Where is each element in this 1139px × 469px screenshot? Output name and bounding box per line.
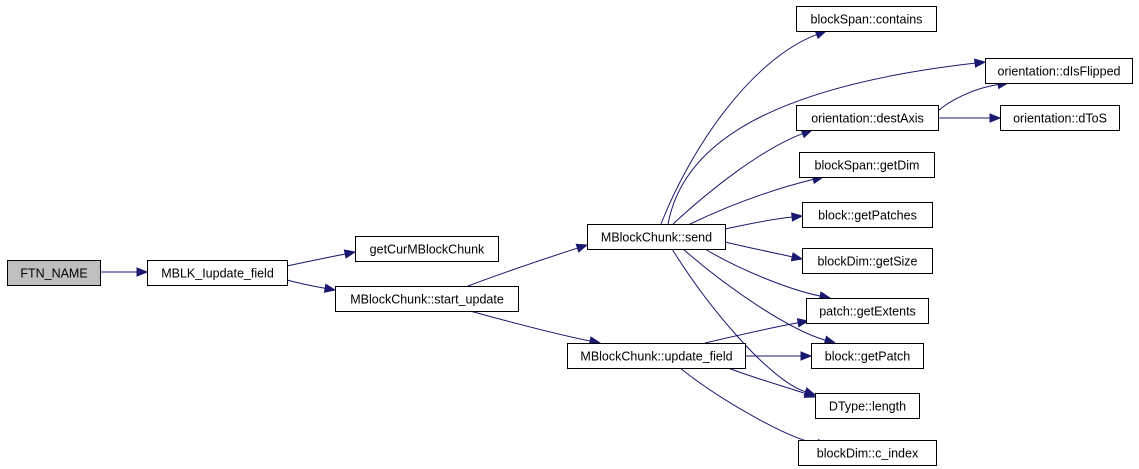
node-label: block::getPatch <box>825 350 911 364</box>
node-getpatch[interactable]: block::getPatch <box>811 343 924 369</box>
edge-mblk_iupdate_field-to-start_update <box>286 279 337 293</box>
edge-line <box>286 253 346 267</box>
node-getdim[interactable]: blockSpan::getDim <box>799 152 935 178</box>
edge-send-to-getsize <box>724 241 804 262</box>
edge-arrowhead <box>136 267 149 277</box>
nodes-layer: FTN_NAME MBLK_Iupdate_field getCurMBlockCh… <box>7 6 1133 466</box>
node-box <box>815 393 920 419</box>
edge-line <box>469 310 591 342</box>
edge-line <box>286 279 326 289</box>
edge-destaxis-to-dlsflipped <box>937 79 1010 112</box>
edges-layer <box>100 30 1010 449</box>
edge-line <box>689 178 814 225</box>
edge-line <box>704 248 821 297</box>
edge-arrowhead <box>790 252 804 262</box>
node-box <box>985 58 1133 84</box>
node-contains[interactable]: blockSpan::contains <box>796 6 937 32</box>
node-label: MBlockChunk::update_field <box>580 350 732 364</box>
edge-line <box>727 367 806 395</box>
node-label: patch::getExtents <box>819 305 916 319</box>
node-box <box>1000 105 1120 131</box>
node-box <box>806 298 929 324</box>
node-label: orientation::dIsFlipped <box>998 65 1121 79</box>
node-box <box>811 343 924 369</box>
node-box <box>798 440 937 466</box>
edge-start_update-to-send <box>467 243 589 287</box>
edge-mblk_iupdate_field-to-getcurmblockchunk <box>286 249 357 267</box>
node-label: FTN_NAME <box>20 267 87 281</box>
node-box <box>796 6 937 32</box>
edge-ftn_name-to-mblk_iupdate_field <box>100 267 149 277</box>
node-label: MBlockChunk::send <box>601 231 712 245</box>
node-box <box>147 260 288 286</box>
edge-line <box>671 248 806 393</box>
edge-line <box>467 247 578 287</box>
node-box <box>802 248 933 274</box>
edge-arrowhead <box>974 58 987 68</box>
node-box <box>355 236 499 262</box>
node-getcurmblockchunk[interactable]: getCurMBlockChunk <box>355 236 499 262</box>
edge-line <box>704 322 799 344</box>
edge-line <box>937 84 999 112</box>
node-box <box>802 202 933 228</box>
node-mblk-iupdate-field[interactable]: MBLK_Iupdate_field <box>147 260 288 286</box>
edge-arrowhead <box>323 283 337 293</box>
edge-arrowhead <box>803 388 817 398</box>
edge-line <box>724 241 793 258</box>
edge-line <box>682 248 826 341</box>
node-label: MBlockChunk::start_update <box>350 293 504 307</box>
node-label: blockDim::c_index <box>817 447 919 461</box>
node-label: orientation::destAxis <box>811 112 924 126</box>
edge-arrowhead <box>800 351 813 361</box>
node-label: blockSpan::contains <box>811 13 923 27</box>
edge-line <box>724 216 793 230</box>
node-label: DType::length <box>829 400 906 414</box>
node-destaxis[interactable]: orientation::destAxis <box>796 105 939 131</box>
edge-send-to-getpatches <box>724 212 804 230</box>
edge-update_field-to-length <box>727 367 817 398</box>
edge-update_field-to-getextents <box>704 318 810 344</box>
node-box <box>567 343 746 369</box>
edge-destaxis-to-dtos <box>938 113 1002 123</box>
node-update-field[interactable]: MBlockChunk::update_field <box>567 343 746 369</box>
node-label: blockDim::getSize <box>817 255 917 269</box>
edge-arrowhead <box>791 212 804 222</box>
node-box <box>7 260 101 286</box>
node-dtos[interactable]: orientation::dToS <box>1000 105 1120 131</box>
edge-send-to-dlsflipped <box>667 58 987 225</box>
edge-line <box>672 133 803 225</box>
node-dlsflipped[interactable]: orientation::dIsFlipped <box>985 58 1133 84</box>
node-ftn-name[interactable]: FTN_NAME <box>7 260 101 286</box>
node-label: block::getPatches <box>818 209 917 223</box>
node-label: orientation::dToS <box>1013 112 1107 126</box>
edge-arrowhead <box>823 335 837 345</box>
node-box <box>799 152 935 178</box>
edge-line <box>667 62 976 225</box>
node-c-index[interactable]: blockDim::c_index <box>798 440 937 466</box>
node-getsize[interactable]: blockDim::getSize <box>802 248 933 274</box>
edge-arrowhead <box>575 243 589 253</box>
edge-arrowhead <box>343 249 357 259</box>
edge-arrowhead <box>796 318 810 328</box>
node-label: getCurMBlockChunk <box>370 243 485 257</box>
edge-line <box>660 34 817 225</box>
node-box <box>587 224 726 250</box>
node-length[interactable]: DType::length <box>815 393 920 419</box>
node-getextents[interactable]: patch::getExtents <box>806 298 929 324</box>
node-start-update[interactable]: MBlockChunk::start_update <box>335 286 519 312</box>
edge-update_field-to-getpatch <box>745 351 813 361</box>
edge-start_update-to-update_field <box>469 310 602 346</box>
node-box <box>335 286 519 312</box>
node-box <box>796 105 939 131</box>
node-label: blockSpan::getDim <box>815 159 920 173</box>
edge-update_field-to-c_index <box>679 367 830 449</box>
node-getpatches[interactable]: block::getPatches <box>802 202 933 228</box>
edge-arrowhead <box>989 113 1002 123</box>
node-label: MBLK_Iupdate_field <box>161 267 274 281</box>
edge-line <box>679 367 819 445</box>
node-send[interactable]: MBlockChunk::send <box>587 224 726 250</box>
edge-send-to-destaxis <box>672 129 814 225</box>
